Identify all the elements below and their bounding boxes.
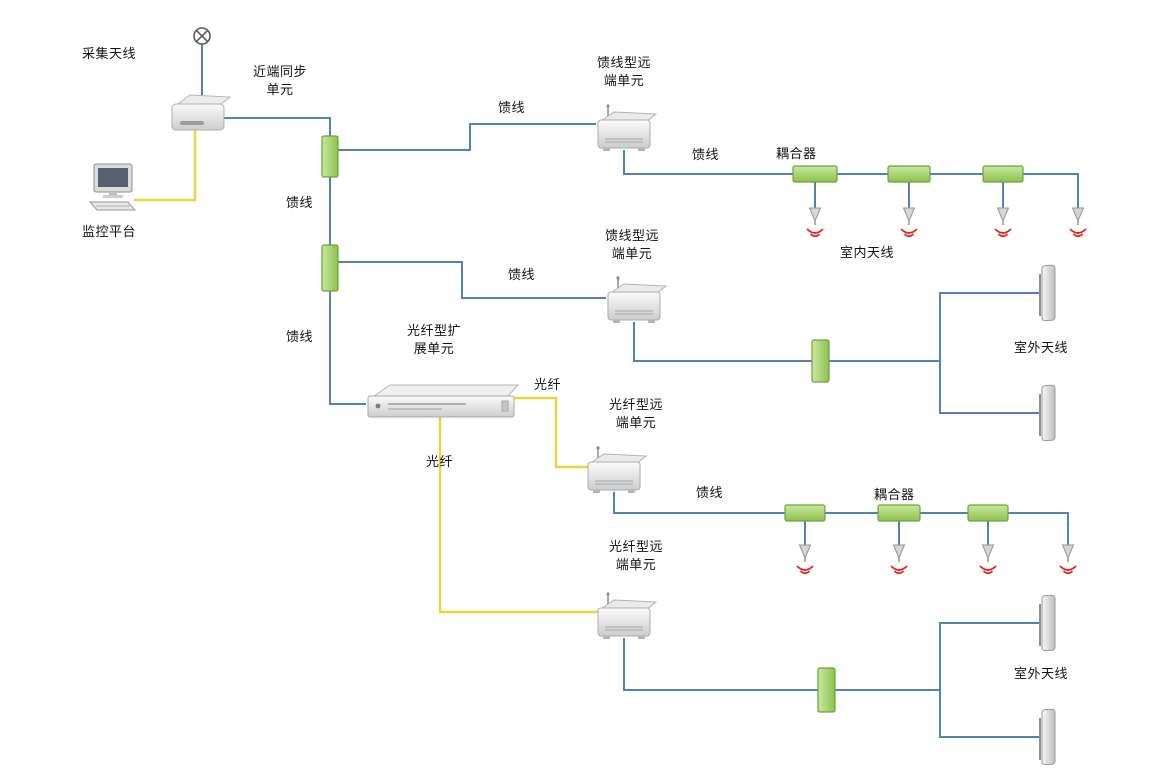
- label-feeder-6: 馈线: [696, 486, 724, 501]
- label-coupler-bottom: 耦合器: [874, 488, 915, 503]
- feeder-line-bottom-right-run: [613, 492, 1069, 545]
- feeder-line-sync-to-splitter1: [224, 117, 331, 136]
- label-coupler-top: 耦合器: [776, 147, 817, 162]
- fiber-line-expansion-to-fiber-remote-1: [514, 396, 588, 469]
- coupler-2: [887, 165, 931, 183]
- coupler-5: [877, 504, 921, 522]
- cable-sync-to-monitor: [134, 130, 197, 202]
- fiber-line-expansion-to-fiber-remote-2: [438, 416, 598, 614]
- splitter-2: [321, 244, 339, 292]
- indoor-antenna-2: [900, 207, 918, 238]
- feeder-line-fiber-remote-2-to-splitter4: [623, 638, 818, 691]
- label-fiber-expansion-unit: 光纤型扩 展单元: [406, 324, 461, 357]
- label-outdoor-antenna-1: 室外天线: [1014, 341, 1069, 356]
- feeder-line-splitter2-to-feeder-remote-2: [338, 261, 606, 299]
- splitter-1: [321, 135, 339, 178]
- label-feeder-5: 馈线: [692, 148, 720, 163]
- indoor-antenna-8: [1059, 544, 1077, 575]
- feeder-line-splitter2-to-expansion-unit: [329, 291, 366, 405]
- label-indoor-antenna: 室内天线: [840, 246, 895, 261]
- indoor-antenna-5: [796, 544, 814, 575]
- feeder-line-splitter4-to-outdoor3: [939, 622, 1040, 690]
- splitter-4: [817, 667, 836, 713]
- label-fiber-2: 光纤: [426, 455, 454, 470]
- feeder-remote-unit-2-device: [607, 275, 667, 324]
- indoor-antenna-1: [806, 207, 824, 238]
- label-feeder-remote-unit-2: 馈线型远 端单元: [604, 229, 659, 262]
- label-feeder-1: 馈线: [498, 101, 526, 116]
- indoor-antenna-4: [1069, 207, 1087, 238]
- coupler-1: [792, 165, 838, 183]
- near-end-sync-unit-device: [171, 94, 232, 131]
- label-fiber-remote-unit-1: 光纤型远 端单元: [608, 398, 663, 431]
- indoor-antenna-6: [890, 544, 908, 575]
- label-outdoor-antenna-2: 室外天线: [1014, 667, 1069, 682]
- coupler-6: [967, 504, 1009, 522]
- label-near-end-sync-unit: 近端同步 单元: [252, 65, 307, 98]
- feeder-line-splitter3-to-outdoor2: [939, 361, 1040, 414]
- label-fiber-1: 光纤: [534, 378, 562, 393]
- label-feeder-4: 馈线: [286, 330, 314, 345]
- outdoor-antenna-3: [1039, 594, 1056, 652]
- feeder-line-feeder-remote-2-to-splitter3: [633, 322, 812, 362]
- outdoor-antenna-4: [1039, 708, 1056, 766]
- feeder-remote-unit-1-device: [597, 103, 657, 152]
- splitter-3: [811, 339, 830, 383]
- feeder-line-splitter1-to-feeder-remote-1: [338, 123, 596, 151]
- label-feeder-remote-unit-1: 馈线型远 端单元: [596, 56, 651, 89]
- coupler-3: [982, 165, 1024, 183]
- label-fiber-remote-unit-2: 光纤型远 端单元: [608, 540, 663, 573]
- fiber-remote-unit-2-device: [597, 591, 657, 640]
- fiber-remote-unit-1-device: [587, 445, 647, 494]
- fiber-expansion-unit-device: [367, 384, 520, 418]
- outdoor-antenna-2: [1039, 384, 1056, 442]
- label-collection-antenna: 采集天线: [82, 47, 137, 62]
- label-feeder-3: 馈线: [508, 268, 536, 283]
- monitoring-computer: [88, 163, 137, 211]
- indoor-antenna-3: [994, 207, 1012, 238]
- outdoor-antenna-1: [1039, 264, 1056, 322]
- indoor-antenna-7: [979, 544, 997, 575]
- coupler-4: [784, 504, 826, 522]
- feeder-line-splitter3-to-outdoor1: [939, 292, 1040, 361]
- feeder-line-top-right-run: [623, 150, 1079, 208]
- collection-antenna-icon: [193, 27, 211, 45]
- label-feeder-2: 馈线: [286, 196, 314, 211]
- feeder-line-splitter4-to-outdoor4: [939, 690, 1040, 738]
- label-monitor-platform: 监控平台: [82, 225, 137, 240]
